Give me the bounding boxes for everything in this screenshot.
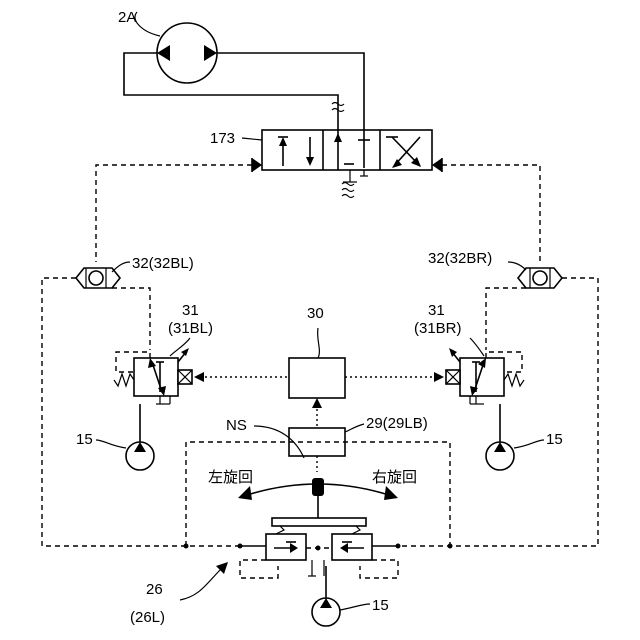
pump-left-leader <box>96 440 126 448</box>
prop-left-num: 31 <box>182 302 199 319</box>
turn-right-label: 右旋回 <box>372 469 417 486</box>
lever-num-label: 26 <box>146 581 163 598</box>
pump-right-leader <box>514 440 544 448</box>
proportional-valve-left <box>114 348 192 404</box>
turn-left-label: 左旋回 <box>208 469 253 486</box>
control-valve-leader <box>242 138 262 140</box>
pump-left <box>126 404 154 470</box>
pump-right <box>486 404 514 470</box>
lever-leader-arrow <box>180 562 228 600</box>
pilot-lines <box>96 165 540 262</box>
motor-label: 2A <box>118 9 136 26</box>
pump-left-label: 15 <box>76 431 93 448</box>
lever-id-label: (26L) <box>130 609 165 626</box>
operating-lever <box>184 478 453 578</box>
controller-leader <box>318 328 320 358</box>
prop-right-leader <box>470 338 484 356</box>
control-valve-173 <box>252 130 442 182</box>
pump-right-label: 15 <box>546 431 563 448</box>
shuttle-valve-right <box>518 268 562 288</box>
prop-left-id: (31BL) <box>168 320 213 337</box>
motor-main-lines <box>124 53 364 198</box>
control-valve-label: 173 <box>210 130 235 147</box>
pump-bottom-leader <box>340 604 370 610</box>
pump-bottom-label: 15 <box>372 597 389 614</box>
shuttle-right-leader <box>508 262 526 270</box>
sensor-box-leader <box>345 424 364 432</box>
pump-bottom <box>312 566 340 626</box>
controller-30 <box>289 358 345 398</box>
prop-right-num: 31 <box>428 302 445 319</box>
proportional-valve-right <box>446 348 524 404</box>
swing-motor <box>157 23 217 83</box>
controller-label: 30 <box>307 305 324 322</box>
sensor-ns-label: NS <box>226 417 247 434</box>
motor-leader-line <box>135 12 160 36</box>
shuttle-left-label: 32(32BL) <box>132 255 194 272</box>
prop-right-id: (31BR) <box>414 320 462 337</box>
shuttle-right-label: 32(32BR) <box>428 250 492 267</box>
sensor-box-label: 29(29LB) <box>366 415 428 432</box>
